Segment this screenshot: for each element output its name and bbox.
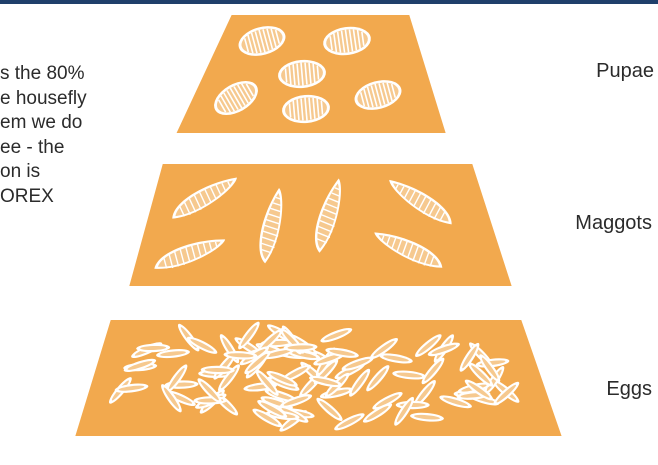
eggs-label: Eggs	[606, 378, 652, 401]
pupae-label: Pupae	[596, 60, 654, 83]
maggots-label: Maggots	[575, 212, 652, 235]
